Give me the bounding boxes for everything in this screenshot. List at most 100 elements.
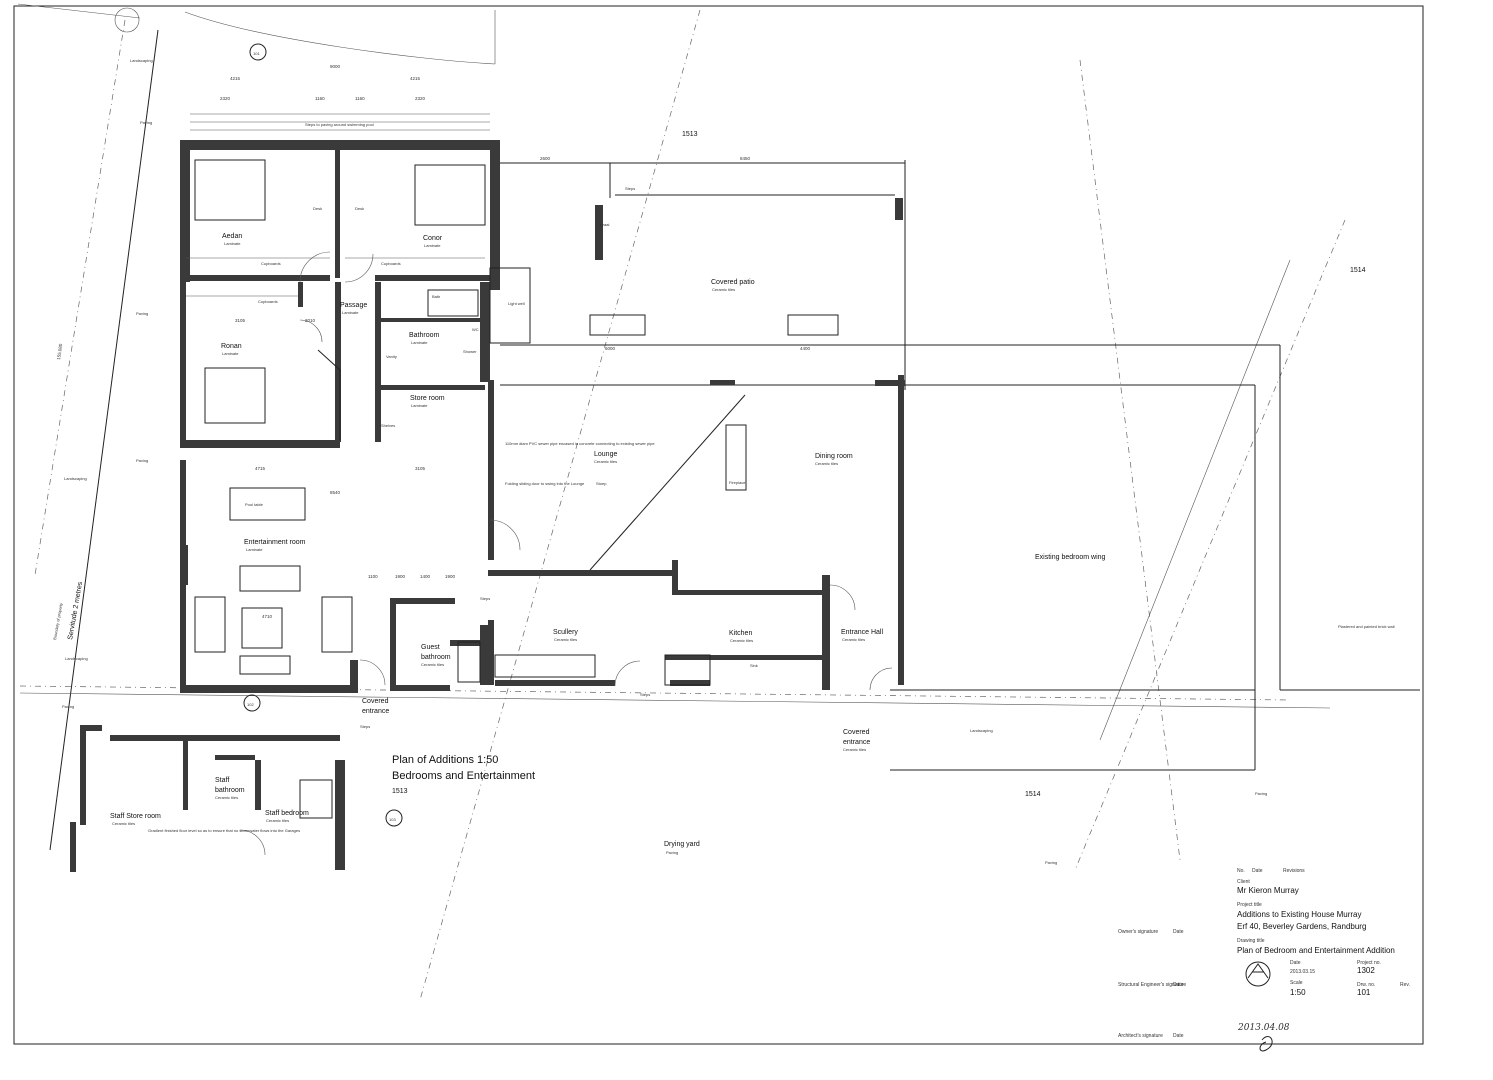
note-gradient: Gradient finished floor level so as to e… [148,828,300,833]
plan-title-line2: Bedrooms and Entertainment [392,770,535,782]
sheet-border [13,5,1424,1045]
room-name-staff-bedroom: Staff bedroom [265,810,309,817]
fixture-label: Fireplace [729,480,746,485]
room-name-drying-yard: Drying yard [664,841,700,848]
drawing-title-label: Drawing title [1237,938,1265,944]
note-paving: Paving [1045,860,1057,865]
room-finish: Laminate [411,340,428,345]
dimension-text: 1400 [420,574,431,579]
section-marker-icon: 101 [249,43,267,61]
fixture-label: Steps to paving around swimming pool [305,122,374,127]
dimension-text: 4215 [230,76,241,81]
room-finish: Ceramic tiles [843,747,866,752]
bedroom-wing-walls [180,113,531,448]
svg-text:103: 103 [389,817,396,822]
room-finish: Laminate [222,351,239,356]
signature-date-label: Date [1173,929,1184,935]
room-name-covered-entrance-b-2: entrance [843,739,870,746]
dimension-text: 1900 [395,574,406,579]
svg-text:101: 101 [253,51,260,56]
room-finish: Laminate [411,403,428,408]
fixture-label: Cupboards [258,299,278,304]
section-markers: 101 102 103 [243,43,403,827]
room-name-kitchen: Kitchen [729,630,752,637]
note-paving: Paving [136,458,148,463]
room-name-guest-bathroom: Guest [421,644,440,651]
rev-label: Rev. [1400,982,1410,988]
plan-title: Plan of Additions 1:50 Bedrooms and Ente… [392,754,535,795]
erf-number: 1514 [1025,791,1041,798]
room-name-staff-bathroom-2: bathroom [215,787,245,794]
plan-title-erf: 1513 [392,788,408,795]
room-finish: Ceramic tiles [112,821,135,826]
room-finish: Ceramic tiles [594,459,617,464]
room-finish: Laminate [246,547,263,552]
note-paving: Paving [136,311,148,316]
scale-value: 1:50 [1290,988,1306,997]
room-name-covered-entrance-b: Covered [843,729,870,736]
dimension-text: 1900 [445,574,456,579]
drw-no: 101 [1357,988,1371,997]
dimension-text: 2010 [305,318,316,323]
client-name: Mr Kieron Murray [1237,886,1299,895]
dimension-text: 4710 [262,614,273,619]
fixture-label: Desk [313,206,322,211]
fixture-label: Cupboards [381,261,401,266]
room-finish: Ceramic tiles [842,637,865,642]
erf-labels: 1513 1514 1514 [682,131,1366,798]
dimension-text: 8450 [740,156,751,161]
room-name-staff-bathroom: Staff [215,777,229,784]
room-name-ronan: Ronan [221,343,242,350]
room-name-existing-bedroom-wing: Existing bedroom wing [1035,554,1106,561]
room-name-covered-patio: Covered patio [711,279,755,286]
room-labels: Aedan Laminate Conor Laminate Ronan Lami… [110,233,1106,855]
fixture-label: Desk [355,206,364,211]
architects-signature-label: Architect's signature [1118,1033,1163,1039]
svg-text:102: 102 [247,702,254,707]
drawing-title: Plan of Bedroom and Entertainment Additi… [1237,946,1395,955]
room-finish: Laminate [342,310,359,315]
room-name-conor: Conor [423,235,443,242]
note-folding-door: Folding sliding door to swing into the L… [505,481,585,486]
note-landscaping: Landscaping [65,656,88,661]
dimension-text: 3105 [235,318,246,323]
dimension-text: 1160 [355,96,365,101]
room-name-bathroom: Bathroom [409,332,440,339]
room-name-guest-bathroom-2: bathroom [421,654,451,661]
boundary-length-text: 155,080 [56,343,63,360]
fixture-label: Steps [640,692,650,697]
fixture-label: Cupboards [261,261,281,266]
revisions-date: Date [1252,868,1263,874]
note-paving: Paving [140,120,152,125]
erf-number: 1514 [1350,267,1366,274]
room-finish: Ceramic tiles [215,795,238,800]
dimension-text: 4215 [410,76,421,81]
scale-label: Scale [1290,980,1303,986]
dimension-text: 4400 [800,346,811,351]
dimension-text: 9000 [330,64,341,69]
dimension-text: 6000 [605,346,616,351]
fixture-label: Steps [625,186,635,191]
project-address: Erf 40, Beverley Gardens, Randburg [1237,922,1366,931]
drw-no-label: Drw. no. [1357,982,1375,988]
room-name-scullery: Scullery [553,629,578,636]
room-finish: Ceramic tiles [554,637,577,642]
signature-date-label: Date [1173,1033,1184,1039]
note-landscaping: Landscaping [64,476,87,481]
door-swings [239,251,893,856]
revisions-header: Revisions [1283,868,1305,874]
signature-mark [1259,1036,1273,1052]
fixture-label: Shower [463,349,477,354]
note-landscaping: Landscaping [130,58,153,63]
erf-number: 1513 [682,131,698,138]
fixture-label: Vanity [386,354,397,359]
annotation-notes: 110mm diam PVC sewer pipe encased in con… [52,58,1395,865]
signature-date-label: Date [1173,982,1184,988]
dimension-text: 3105 [415,466,426,471]
project-no: 1302 [1357,966,1375,975]
room-name-covered-entrance: Covered [362,698,389,705]
room-name-entrance-hall: Entrance Hall [841,629,883,636]
project-no-label: Project no. [1357,960,1381,966]
fixture-label: Sink [750,663,758,668]
